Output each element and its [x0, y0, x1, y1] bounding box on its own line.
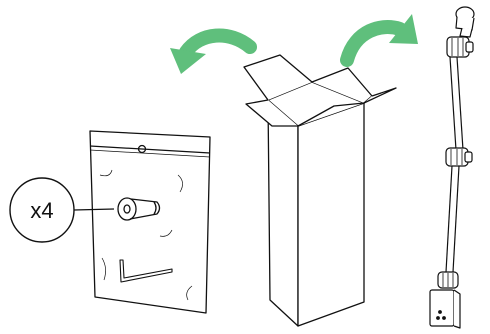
knob-icon — [437, 271, 459, 289]
hardware-bag — [89, 130, 211, 314]
tall-box — [243, 54, 397, 327]
curved-arrow-right-icon — [340, 14, 418, 67]
knob-icon — [446, 36, 474, 58]
quantity-label: x4 — [30, 198, 53, 223]
bolt-icon — [117, 197, 161, 221]
motor-unit-icon — [429, 289, 461, 329]
curved-arrow-left-icon — [170, 28, 257, 74]
top-clamp-icon — [455, 6, 475, 38]
quantity-callout: x4 — [9, 177, 115, 243]
knob-icon — [445, 147, 473, 167]
mount-rod-assembly — [429, 6, 475, 329]
allen-key-icon — [119, 259, 173, 283]
